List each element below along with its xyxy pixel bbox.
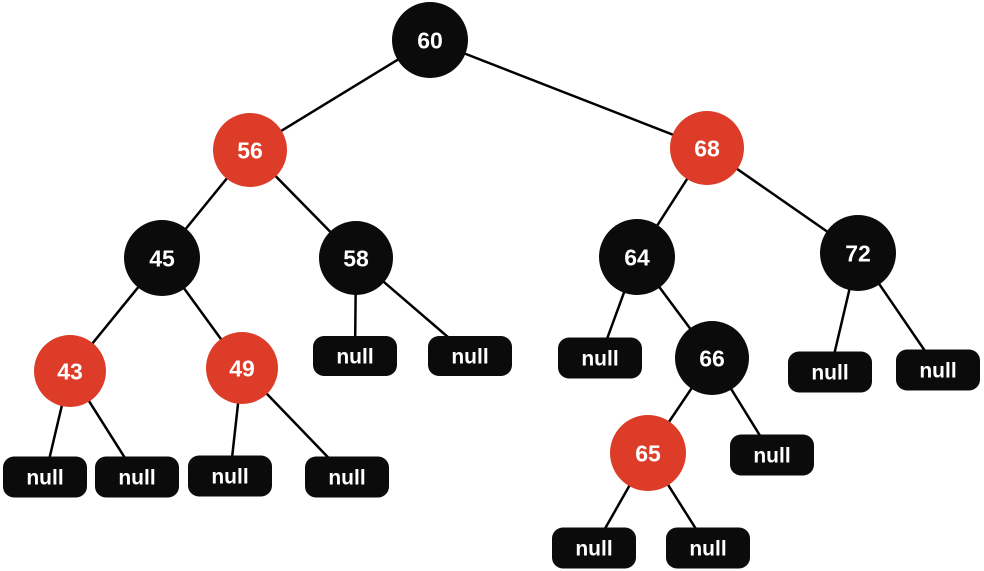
- node-label: 68: [694, 135, 720, 161]
- tree-leaf-null-49L: null: [188, 455, 272, 497]
- node-label: null: [581, 348, 618, 371]
- tree-leaf-null-58R: null: [428, 336, 512, 376]
- tree-leaf-null-49R: null: [305, 456, 389, 498]
- black-node-circle: [675, 321, 749, 395]
- null-leaf-pill: [666, 527, 750, 569]
- red-node-circle: [34, 335, 106, 407]
- node-label: null: [118, 467, 155, 490]
- node-label: 58: [343, 245, 369, 271]
- null-leaf-pill: [3, 456, 87, 498]
- null-leaf-pill: [552, 527, 636, 569]
- null-leaf-pill: [305, 456, 389, 498]
- tree-leaf-null-72R: null: [896, 349, 980, 391]
- tree-leaf-null-65L: null: [552, 527, 636, 569]
- tree-leaf-null-43L: null: [3, 456, 87, 498]
- null-leaf-pill: [428, 336, 512, 376]
- tree-node-68: 68: [670, 111, 744, 185]
- node-label: null: [336, 346, 373, 369]
- tree-node-72: 72: [820, 215, 896, 291]
- node-label: 64: [624, 244, 650, 270]
- tree-node-64: 64: [599, 219, 675, 295]
- null-leaf-pill: [313, 336, 397, 376]
- node-label: 49: [229, 355, 255, 381]
- tree-leaf-null-72L: null: [788, 351, 872, 393]
- node-label: null: [328, 467, 365, 490]
- null-leaf-pill: [95, 456, 179, 498]
- node-label: null: [689, 538, 726, 561]
- node-label: 65: [635, 440, 661, 466]
- red-node-circle: [213, 113, 287, 187]
- node-label: null: [919, 360, 956, 383]
- node-label: 56: [237, 137, 263, 163]
- node-label: 60: [417, 27, 443, 53]
- null-leaf-pill: [558, 337, 642, 379]
- black-node-circle: [392, 2, 468, 78]
- black-node-circle: [124, 220, 200, 296]
- node-label: 66: [699, 345, 725, 371]
- node-label: null: [26, 467, 63, 490]
- node-label: null: [575, 538, 612, 561]
- node-label: null: [211, 466, 248, 489]
- node-label: null: [753, 445, 790, 468]
- node-label: 43: [57, 358, 83, 384]
- tree-node-65: 65: [610, 415, 686, 491]
- null-leaf-pill: [188, 455, 272, 497]
- tree-node-49: 49: [206, 332, 278, 404]
- tree-node-60: 60: [392, 2, 468, 78]
- node-label: null: [451, 346, 488, 369]
- red-node-circle: [610, 415, 686, 491]
- null-leaf-pill: [730, 434, 814, 476]
- tree-leaf-null-64L: null: [558, 337, 642, 379]
- null-leaf-pill: [896, 349, 980, 391]
- red-node-circle: [206, 332, 278, 404]
- black-node-circle: [599, 219, 675, 295]
- tree-leaf-null-65R: null: [666, 527, 750, 569]
- tree-node-43: 43: [34, 335, 106, 407]
- tree-node-56: 56: [213, 113, 287, 187]
- tree-node-58: 58: [319, 221, 393, 295]
- node-label: 72: [845, 240, 871, 266]
- tree-node-45: 45: [124, 220, 200, 296]
- node-label: null: [811, 362, 848, 385]
- black-node-circle: [820, 215, 896, 291]
- tree-leaf-null-43R: null: [95, 456, 179, 498]
- null-leaf-pill: [788, 351, 872, 393]
- tree-leaf-null-66R: null: [730, 434, 814, 476]
- red-node-circle: [670, 111, 744, 185]
- tree-edge-60-68: [429, 38, 708, 150]
- node-label: 45: [149, 245, 175, 271]
- black-node-circle: [319, 221, 393, 295]
- tree-node-66: 66: [675, 321, 749, 395]
- tree-leaf-null-58L: null: [313, 336, 397, 376]
